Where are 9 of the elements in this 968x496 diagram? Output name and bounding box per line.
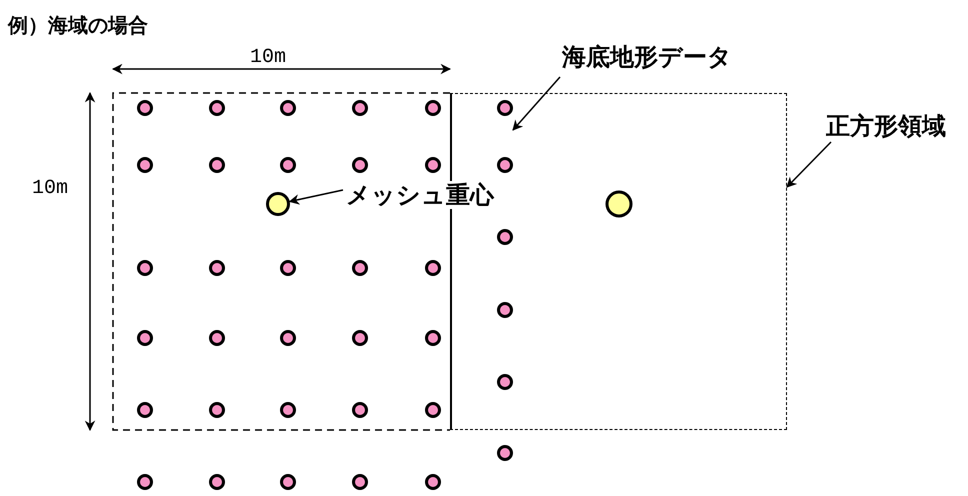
callout-label: 正方形領域 xyxy=(826,112,946,140)
title: 例）海域の場合 xyxy=(8,12,148,38)
dimension-label: 10m xyxy=(250,47,286,69)
leader-line xyxy=(288,189,344,205)
leader-line xyxy=(786,141,832,188)
centroid-point xyxy=(266,192,290,216)
leader-line xyxy=(512,76,561,131)
dimension-label: 10m xyxy=(32,178,68,200)
callout-label: メッシュ重心 xyxy=(346,181,494,209)
